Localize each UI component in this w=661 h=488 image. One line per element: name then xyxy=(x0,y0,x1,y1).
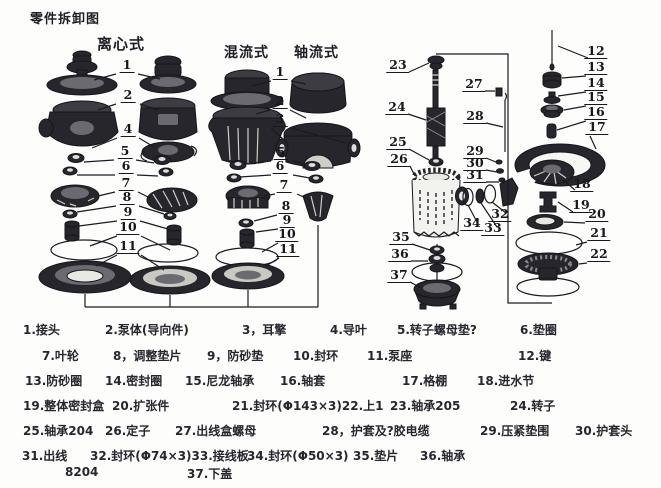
legend-item: 8，调整垫片 xyxy=(113,349,182,363)
legend-item: 21.封环(Φ143×3)22.上1 xyxy=(232,399,384,413)
legend-item: 29.压紧垫围 xyxy=(480,424,550,438)
callout-number: 9 xyxy=(120,205,136,221)
callout-number: 18 xyxy=(570,177,594,193)
legend-item: 13.防砂圈 xyxy=(25,374,83,388)
group-label-mixed-flow: 混流式 xyxy=(224,45,269,61)
callout-number: 8 xyxy=(278,199,294,215)
legend-item: 5.转子螺母垫? xyxy=(397,323,477,337)
callout-number: 1 xyxy=(272,65,288,81)
callout-number: 17 xyxy=(585,120,609,136)
callout-number: 7 xyxy=(276,178,292,194)
legend-item: 15.尼龙轴承 xyxy=(185,374,255,388)
legend-item: 24.转子 xyxy=(510,399,556,413)
callout-number: 11 xyxy=(276,242,300,258)
legend-item: 36.轴承 xyxy=(420,449,466,463)
callout-number: 24 xyxy=(385,100,409,116)
callout-number: 6 xyxy=(272,159,288,175)
callout-number: 4 xyxy=(120,122,136,138)
callout-number: 22 xyxy=(587,247,611,263)
legend-item: 37.下盖 xyxy=(187,467,233,481)
callout-number: 30 xyxy=(463,156,487,172)
legend-item: 30.护套头 xyxy=(575,424,633,438)
callout-number: 5 xyxy=(117,144,133,160)
legend-item: 2.泵体(导向件) xyxy=(105,323,189,337)
legend-item: 19.整体密封盒 xyxy=(23,399,105,413)
legend-item: 14.密封圈 xyxy=(105,374,163,388)
legend-item: 17.格棚 xyxy=(402,374,448,388)
callout-number: 19 xyxy=(569,198,593,214)
callout-number: 5 xyxy=(273,145,289,161)
callout-number: 21 xyxy=(587,226,611,242)
legend-item: 23.轴承205 xyxy=(390,399,461,413)
callout-number: 10 xyxy=(116,220,140,236)
legend-item: 34.封环(Φ50×3) xyxy=(247,449,349,463)
legend-item: 18.进水节 xyxy=(477,374,535,388)
callout-number: 15 xyxy=(584,90,608,106)
legend-item: 25.轴承204 xyxy=(23,424,94,438)
callout-number: 9 xyxy=(279,213,295,229)
callout-number: 2 xyxy=(272,94,288,110)
callout-number: 14 xyxy=(584,76,608,92)
legend-item: 32.封环(Φ74×3)33.接线板 xyxy=(90,449,249,463)
callout-number: 23 xyxy=(386,58,410,74)
callout-number: 12 xyxy=(584,44,608,60)
callout-number: 6 xyxy=(118,159,134,175)
legend-item: 1.接头 xyxy=(23,323,60,337)
callout-number: 32 xyxy=(488,207,512,223)
callout-number: 11 xyxy=(116,239,140,255)
legend-item: 3，耳擎 xyxy=(242,323,287,337)
legend-item: 20.扩张件 xyxy=(112,399,170,413)
callout-number: 34 xyxy=(460,216,484,232)
legend-item: 31.出线 xyxy=(22,449,68,463)
callout-number: 10 xyxy=(275,227,299,243)
page-title: 零件拆卸图 xyxy=(30,12,101,27)
callout-number: 7 xyxy=(118,176,134,192)
legend-item: 12.键 xyxy=(518,349,552,363)
callout-number: 1 xyxy=(119,58,135,74)
callout-number: 8 xyxy=(119,190,135,206)
legend-item: 11.泵座 xyxy=(367,349,413,363)
legend-item: 6.垫圈 xyxy=(520,323,557,337)
legend-item: 16.轴套 xyxy=(280,374,326,388)
callout-number: 25 xyxy=(386,135,410,151)
legend-item: 28，护套及?胶电缆 xyxy=(322,424,430,438)
legend-item: 27.出线盒螺母 xyxy=(175,424,257,438)
callout-number: 37 xyxy=(387,268,411,284)
callout-number: 13 xyxy=(584,60,608,76)
callout-number: 27 xyxy=(462,77,486,93)
legend-item: 7.叶轮 xyxy=(42,349,79,363)
callout-number: 33 xyxy=(481,221,505,237)
callout-number: 26 xyxy=(387,152,411,168)
legend-item: 8204 xyxy=(65,465,99,479)
legend-item: 10.封环 xyxy=(293,349,339,363)
group-label-axial-flow: 轴流式 xyxy=(294,45,339,61)
parts-diagram xyxy=(38,30,606,310)
callout-number: 36 xyxy=(388,247,412,263)
group-label-centrifugal: 离心式 xyxy=(97,35,146,53)
callout-number: 35 xyxy=(389,230,413,246)
callout-number: 31 xyxy=(463,168,487,184)
legend-item: 4.导叶 xyxy=(330,323,367,337)
callout-number: 3 xyxy=(272,112,288,128)
legend-item: 26.定子 xyxy=(105,424,151,438)
callout-number: 16 xyxy=(584,105,608,121)
callout-number: 28 xyxy=(463,109,487,125)
callout-number: 20 xyxy=(585,207,609,223)
legend-item: 35.垫片 xyxy=(353,449,399,463)
legend-item: 9，防砂垫 xyxy=(207,349,264,363)
callout-number: 2 xyxy=(120,88,136,104)
callout-number: 29 xyxy=(463,144,487,160)
